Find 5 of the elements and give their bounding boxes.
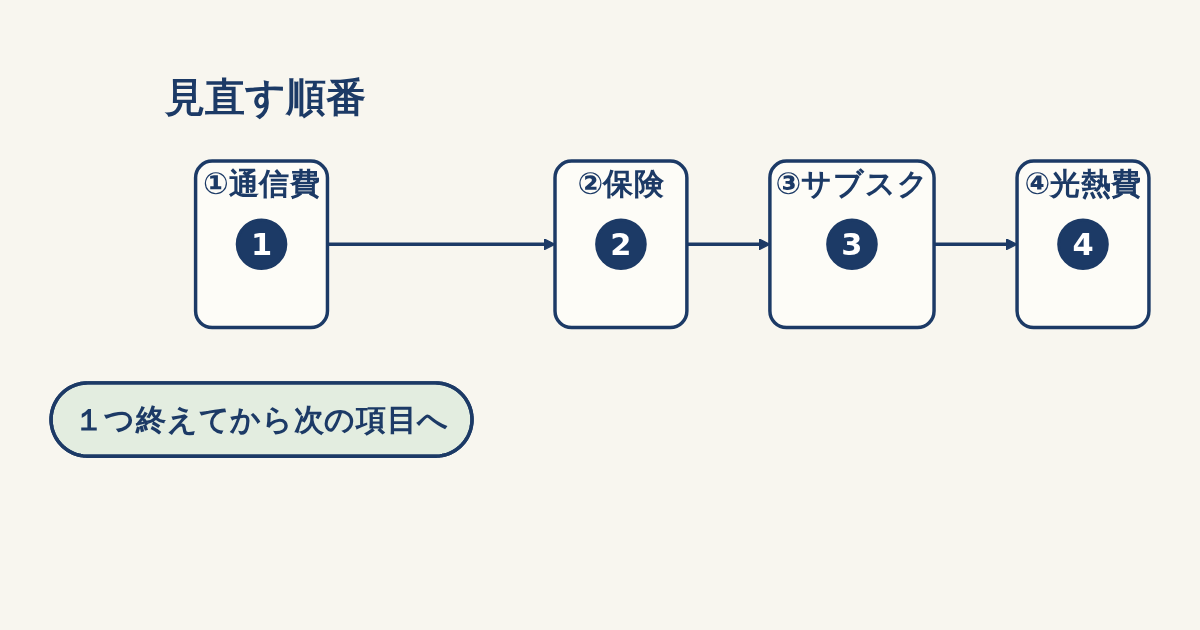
node-circle: 2 [595,218,647,271]
node-circle: 4 [1057,218,1109,271]
diagram-title: 見直す順番 [165,73,366,122]
node-circle: 1 [235,218,288,271]
node-circle: 3 [826,218,878,271]
